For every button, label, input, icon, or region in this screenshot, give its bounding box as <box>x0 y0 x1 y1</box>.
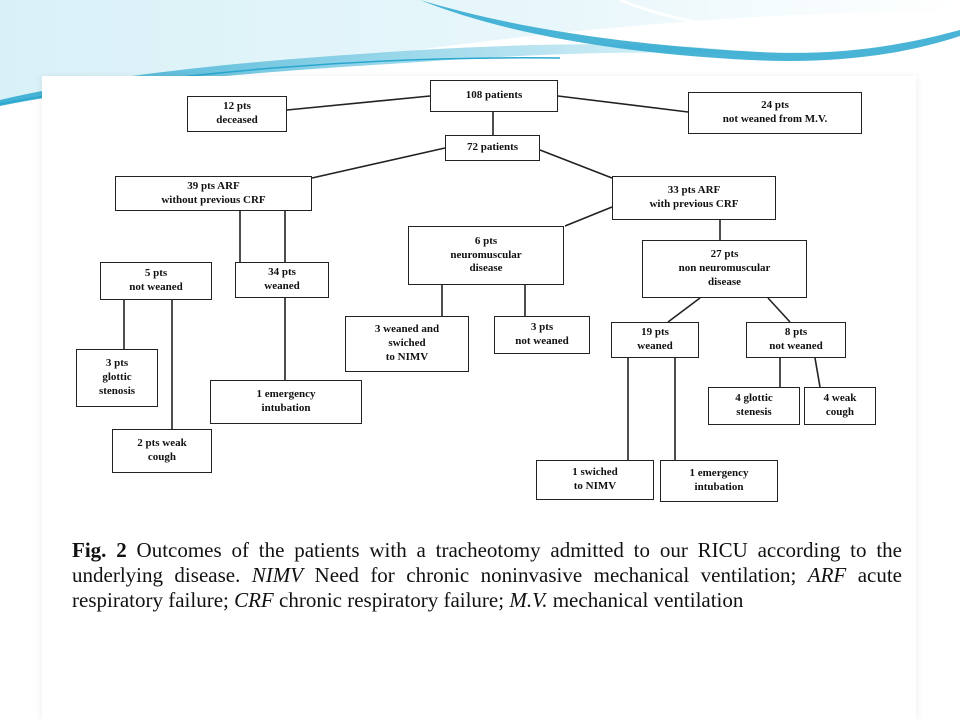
node-3-weaned-switched-nimv: 3 weaned and swiched to NIMV <box>345 316 469 372</box>
node-72-patients: 72 patients <box>445 135 540 161</box>
figure-caption: Fig. 2 Outcomes of the patients with a t… <box>72 538 902 614</box>
node-27-pts-non-neuromuscular: 27 pts non neuromuscular disease <box>642 240 807 298</box>
node-5-pts-not-weaned: 5 pts not weaned <box>100 262 212 300</box>
node-3-pts-glottic-stenosis: 3 pts glottic stenosis <box>76 349 158 407</box>
caption-abbr-nimv: NIMV <box>251 563 304 588</box>
node-108-patients: 108 patients <box>430 80 558 112</box>
node-39-pts-arf-without-crf: 39 pts ARF without previous CRF <box>115 176 312 211</box>
node-3-pts-not-weaned: 3 pts not weaned <box>494 316 590 354</box>
caption-abbr-mv: M.V. <box>509 588 548 613</box>
node-12-pts-deceased: 12 pts deceased <box>187 96 287 132</box>
node-1-switched-nimv: 1 swiched to NIMV <box>536 460 654 500</box>
node-1-emergency-intubation-right: 1 emergency intubation <box>660 460 778 502</box>
figure-label: Fig. 2 <box>72 538 127 562</box>
caption-text: chronic respiratory failure; <box>273 588 510 613</box>
node-2-pts-weak-cough: 2 pts weak cough <box>112 429 212 473</box>
caption-text: acute respiratory failure; <box>72 563 902 613</box>
node-4-glottic-stenesis: 4 glottic stenesis <box>708 387 800 425</box>
caption-text: Need for chronic noninvasive mechanical … <box>303 563 808 588</box>
node-8-pts-not-weaned: 8 pts not weaned <box>746 322 846 358</box>
caption-text: mechanical ventilation <box>547 588 744 613</box>
caption-abbr-crf: CRF <box>234 588 274 613</box>
node-33-pts-arf-with-crf: 33 pts ARF with previous CRF <box>612 176 776 220</box>
node-1-emergency-intubation-left: 1 emergency intubation <box>210 380 362 424</box>
node-19-pts-weaned: 19 pts weaned <box>611 322 699 358</box>
node-24-pts-not-weaned: 24 pts not weaned from M.V. <box>688 92 862 134</box>
node-6-pts-neuromuscular: 6 pts neuromuscular disease <box>408 226 564 285</box>
node-4-weak-cough: 4 weak cough <box>804 387 876 425</box>
node-34-pts-weaned: 34 pts weaned <box>235 262 329 298</box>
caption-abbr-arf: ARF <box>807 563 847 588</box>
caption-text: Outcomes of the patients with a tracheot… <box>72 538 902 588</box>
